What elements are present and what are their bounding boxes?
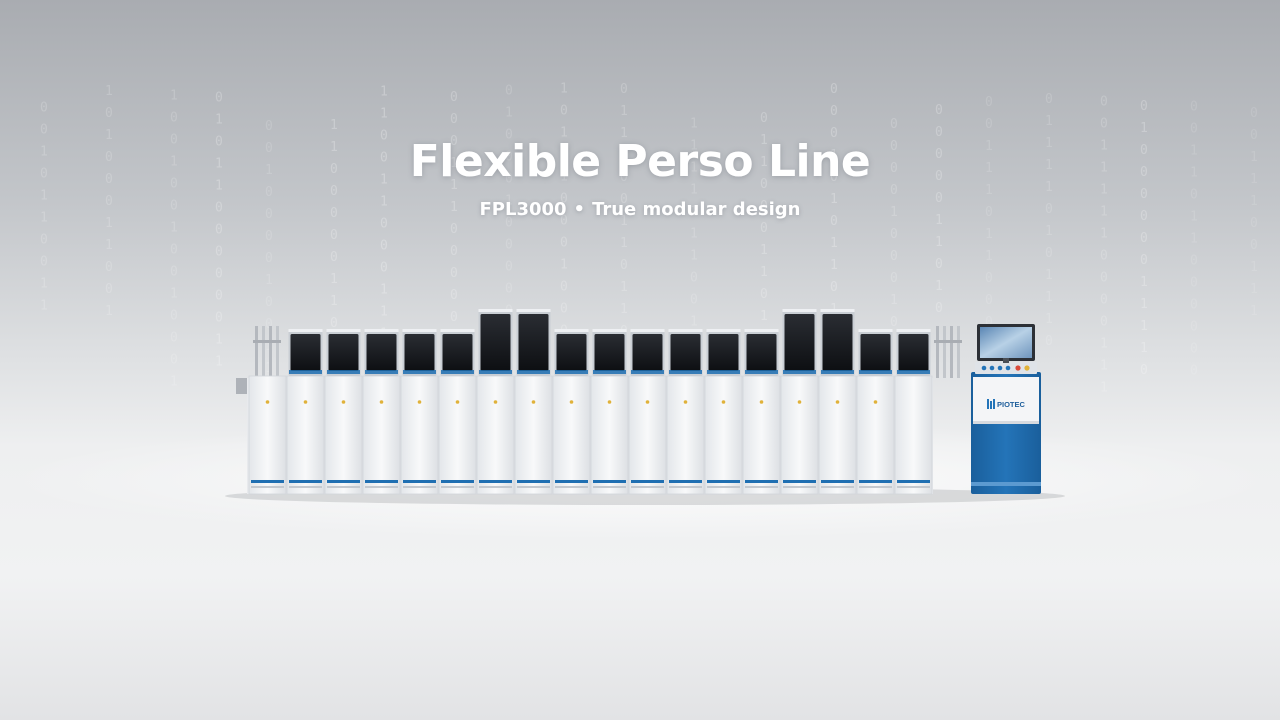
module <box>362 329 401 495</box>
module <box>704 329 743 495</box>
input-feeder <box>236 326 281 394</box>
module <box>438 329 477 495</box>
module <box>400 329 439 495</box>
control-terminal <box>971 324 1041 494</box>
headline: Flexible Perso Line <box>409 136 871 187</box>
binary-column: 0111001101101 <box>620 82 628 361</box>
separator-dot: • <box>573 199 586 220</box>
output-feeder <box>934 326 962 378</box>
module <box>780 309 819 495</box>
module <box>552 329 591 495</box>
module <box>666 329 705 495</box>
module <box>476 309 515 495</box>
module <box>628 329 667 495</box>
module <box>590 329 629 495</box>
module <box>248 375 287 495</box>
module <box>818 309 857 495</box>
binary-column: 1100110001111 <box>380 85 388 364</box>
module <box>742 329 781 495</box>
tagline: True modular design <box>592 199 801 220</box>
model-name: FPL3000 <box>479 199 567 220</box>
touchscreen-monitor <box>977 324 1035 363</box>
module <box>894 329 933 495</box>
binary-column: 1011100010000 <box>560 81 568 360</box>
module <box>856 329 895 495</box>
module <box>324 329 363 495</box>
brand-logo-mark <box>987 399 995 409</box>
brand-label: PIOTEC <box>997 400 1026 409</box>
module <box>286 329 325 495</box>
module <box>514 309 553 495</box>
subline: FPL3000 • True modular design <box>0 199 1280 220</box>
card-personalization-machine <box>236 309 1041 495</box>
